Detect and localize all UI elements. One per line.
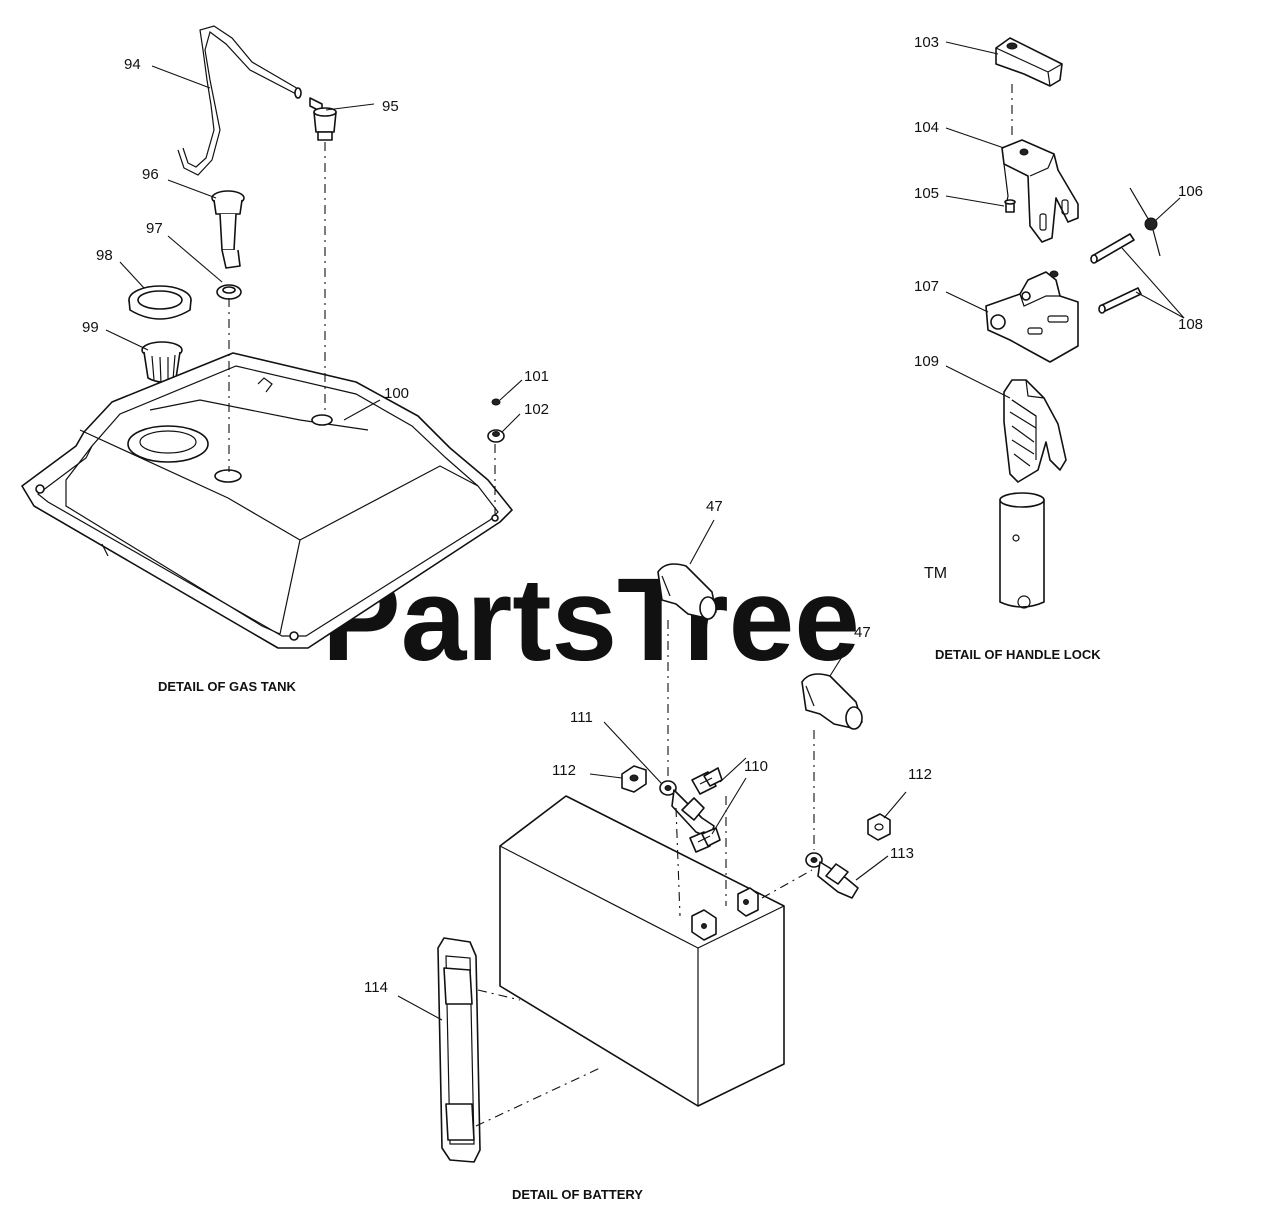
gas-tank-part xyxy=(21,352,513,649)
label-95: 95 xyxy=(382,98,399,115)
fuel-gauge-part xyxy=(211,190,245,269)
terminal-nut-part-1 xyxy=(621,765,647,793)
terminal-boot-part-2 xyxy=(801,673,863,730)
label-47-right: 47 xyxy=(854,624,871,641)
handle-tube-part xyxy=(999,492,1045,609)
fuel-fitting-part xyxy=(309,97,337,141)
fuel-cap-part xyxy=(128,285,192,320)
label-100: 100 xyxy=(384,385,409,402)
gas-tank-group: 94 95 96 97 98 99 100 101 102 DETAIL OF … xyxy=(21,25,549,694)
handle-lock-group: 103 104 105 106 107 108 109 DETAIL OF HA… xyxy=(914,34,1203,662)
label-110: 110 xyxy=(744,758,768,775)
label-105: 105 xyxy=(914,185,939,202)
label-107: 107 xyxy=(914,278,939,295)
battery-cable-lug-part-2 xyxy=(805,852,859,899)
lock-pin-parts xyxy=(1090,233,1142,314)
label-98: 98 xyxy=(96,247,113,264)
label-104: 104 xyxy=(914,119,939,136)
battery-part xyxy=(499,795,785,1107)
terminal-bolt-part-1 xyxy=(691,767,723,795)
lock-latch-part xyxy=(1003,379,1067,483)
label-94: 94 xyxy=(124,56,141,73)
fuel-strainer-part xyxy=(141,341,183,384)
fuel-line-part xyxy=(177,30,301,176)
caption-battery: DETAIL OF BATTERY xyxy=(512,1187,643,1202)
tank-washer-part xyxy=(487,429,505,443)
label-114: 114 xyxy=(364,979,388,996)
lock-spring-part xyxy=(1129,187,1161,257)
watermark-trademark: TM xyxy=(924,565,947,582)
label-99: 99 xyxy=(82,319,99,336)
lock-cap-part xyxy=(995,37,1063,87)
terminal-bolt-part-2 xyxy=(689,827,721,853)
label-101: 101 xyxy=(524,368,549,385)
lock-plate-part xyxy=(985,270,1079,363)
label-96: 96 xyxy=(142,166,159,183)
lock-screw-part xyxy=(1004,199,1016,213)
caption-handle-lock: DETAIL OF HANDLE LOCK xyxy=(935,647,1101,662)
label-47-top: 47 xyxy=(706,498,723,515)
terminal-nut-part-2 xyxy=(867,813,891,841)
lock-bracket-part xyxy=(1001,139,1079,243)
label-97: 97 xyxy=(146,220,163,237)
label-111: 111 xyxy=(570,709,593,726)
label-112-left: 112 xyxy=(552,762,576,779)
battery-group: 47 47 111 112 110 112 113 114 DETAIL OF … xyxy=(364,498,932,1202)
label-109: 109 xyxy=(914,353,939,370)
label-113: 113 xyxy=(890,845,914,862)
tank-nut-part xyxy=(491,398,501,406)
terminal-boot-part-1 xyxy=(657,563,717,620)
grommet-part xyxy=(216,284,242,300)
caption-gas-tank: DETAIL OF GAS TANK xyxy=(158,679,297,694)
label-112-right: 112 xyxy=(908,766,932,783)
label-108: 108 xyxy=(1178,316,1203,333)
label-103: 103 xyxy=(914,34,939,51)
label-106: 106 xyxy=(1178,183,1203,200)
label-102: 102 xyxy=(524,401,549,418)
battery-strap-part xyxy=(437,937,481,1163)
